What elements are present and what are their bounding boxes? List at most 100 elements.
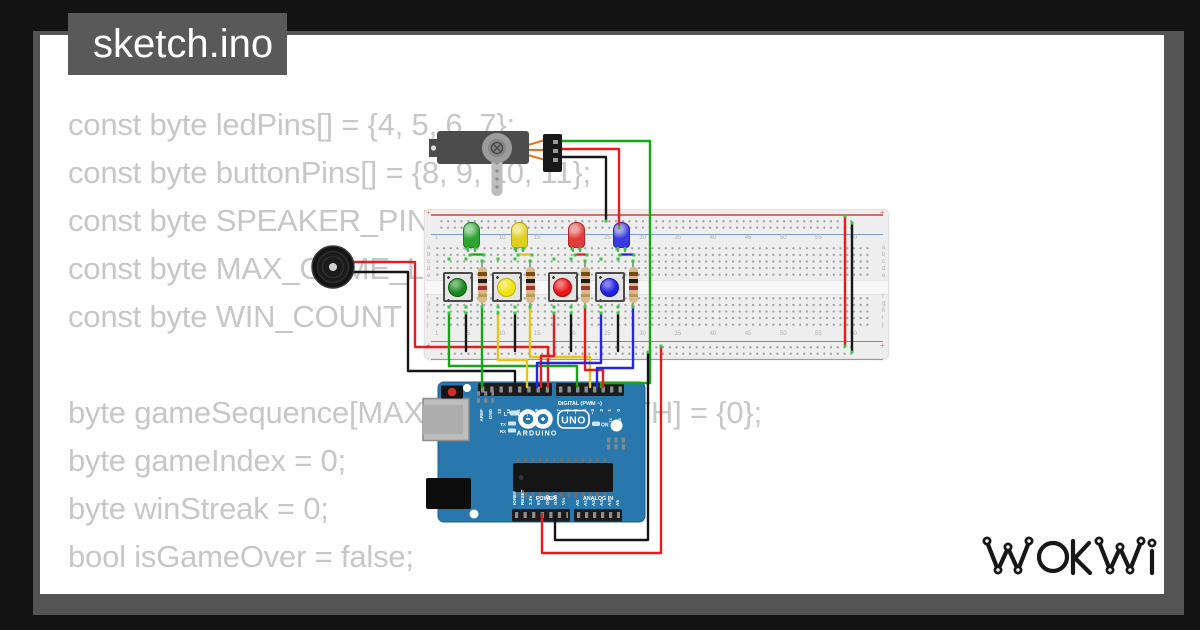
column-label: 15 [533, 234, 541, 241]
servo-lead [527, 138, 546, 147]
reset-button[interactable] [447, 387, 457, 397]
row-label: f [427, 294, 429, 300]
led-on-indicator [592, 421, 600, 426]
column-label: 15 [533, 331, 541, 337]
servo-connector-pin [553, 149, 558, 153]
pushbutton-yellow[interactable] [491, 272, 522, 302]
pin-label: RESET [520, 489, 525, 505]
pushbutton-red-cap[interactable] [553, 277, 572, 297]
row-label: j [427, 322, 429, 328]
pin-label: A4 [607, 500, 612, 506]
pushbutton-blue[interactable] [594, 272, 625, 302]
wire-button-yellow [496, 311, 529, 389]
row-label: g [882, 301, 886, 307]
led-rx-label: RX [500, 429, 506, 434]
wokwi-logo [982, 536, 1157, 576]
column-label: 60 [850, 234, 857, 241]
wires [348, 139, 854, 555]
rail-line-positive-top [431, 214, 883, 216]
row-label: b [882, 251, 886, 258]
column-label: 30 [639, 234, 646, 241]
sketch-filename: sketch.ino [93, 22, 274, 66]
wire-gnd [553, 350, 650, 542]
plus-marker: + [426, 341, 431, 350]
column-label: 45 [744, 331, 752, 337]
pin-label: A5 [615, 500, 620, 506]
pin-label: A3 [599, 500, 604, 506]
digital-header-label: DIGITAL (PWM ~) [558, 401, 602, 407]
led-yellow [510, 222, 528, 252]
pushbutton-green[interactable] [442, 272, 473, 302]
pin-label: 2 [599, 409, 604, 412]
pin-label: 0 [616, 409, 621, 412]
servo-horn-hole [495, 185, 499, 189]
pin-label: ~11 [516, 409, 521, 417]
row-label: g [427, 301, 431, 307]
led-l-label: L [504, 412, 507, 418]
wire-button-red [539, 311, 556, 389]
code-line: byte winStreak = 0; [68, 491, 329, 526]
row-label: h [882, 308, 886, 314]
pushbutton-green-cap[interactable] [448, 277, 467, 297]
pin-label: GND [488, 408, 493, 419]
pin-label: GND [545, 494, 550, 505]
arduino-infinity-logo [518, 409, 553, 429]
column-label: 20 [568, 331, 576, 337]
column-label: 35 [674, 331, 682, 337]
digital-header-left [478, 383, 552, 396]
pin-tx-label: TX [609, 417, 613, 422]
on-label: ON [601, 423, 609, 429]
pin-label: AREF [479, 409, 484, 422]
wire-servo-signal [558, 139, 652, 389]
row-label: d [882, 265, 886, 272]
servo-screw-icon [490, 141, 504, 155]
sketch-filename-badge: sketch.ino [68, 13, 287, 75]
row-label: j [882, 322, 884, 328]
code-line: const byte buttonPins[] = {8, 9, 10, 11}… [68, 155, 591, 190]
analog-header-label: ANALOG IN [583, 496, 613, 502]
led-l-indicator [510, 410, 519, 416]
arduino-brand-label: ARDUINO [516, 431, 557, 438]
atmega-chip [513, 463, 613, 492]
pushbutton-yellow-cap[interactable] [497, 277, 516, 297]
buzzer-center-hole [329, 263, 337, 271]
column-label: 5 [466, 331, 471, 337]
servo-horn-hole [495, 177, 499, 181]
usb-connector-inner [423, 405, 463, 434]
code-line: const byte WIN_COUNT [68, 299, 402, 334]
pin-label: IOREF [512, 491, 517, 505]
pushbutton-red[interactable] [547, 272, 578, 302]
pin-label: 5V [536, 498, 541, 505]
rail-holes-top [438, 217, 852, 231]
pin-label: A0 [575, 500, 580, 506]
pushbutton-blue-cap[interactable] [600, 277, 619, 297]
mounting-hole [469, 509, 479, 519]
analog-header [574, 509, 622, 522]
rail-line-negative-top [431, 233, 883, 236]
pin-label: 4 [582, 409, 587, 412]
wire-led-red [583, 305, 605, 389]
column-label: 40 [709, 331, 717, 337]
row-label: d [427, 265, 431, 272]
pin-label: A2 [591, 500, 596, 506]
servo-horn-hole [495, 169, 499, 173]
code-line: bool isGameOver = false; [68, 539, 414, 574]
wire-led-yellow [528, 305, 592, 389]
power-header-label: POWER [536, 496, 556, 502]
led-blue [613, 222, 630, 252]
buzzer-ring [321, 255, 345, 279]
servo-connector-pin [553, 158, 558, 162]
servo-connector [543, 134, 562, 172]
piezo-buzzer [311, 245, 355, 289]
column-label: 55 [815, 331, 822, 337]
column-label: 25 [604, 331, 611, 337]
pin-label: GND [553, 494, 558, 505]
power-jack [426, 478, 471, 509]
wire-button-green [447, 311, 579, 389]
